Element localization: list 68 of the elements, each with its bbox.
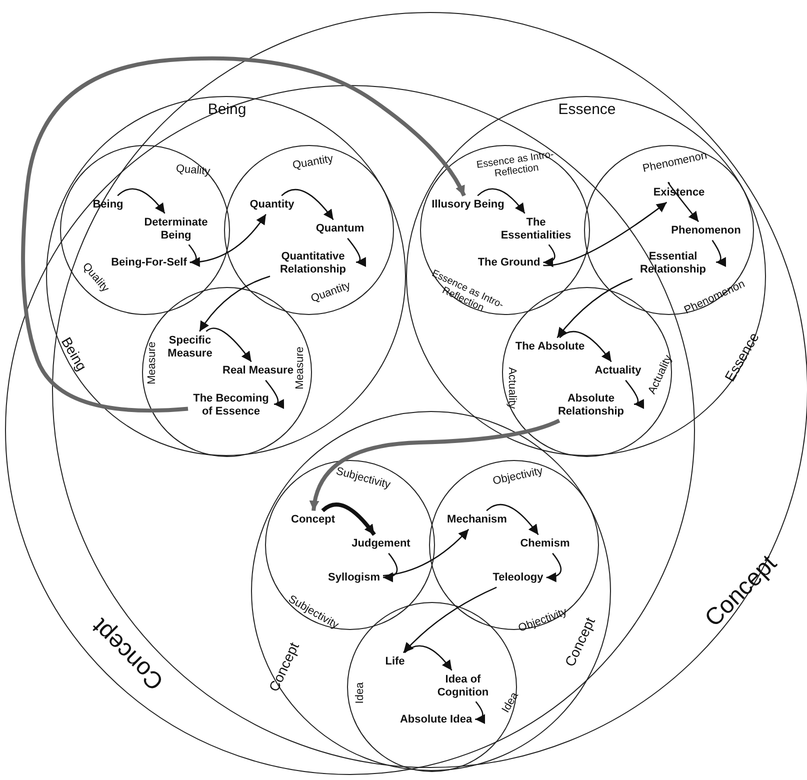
circle: [60, 145, 230, 315]
arrow: [21, 56, 466, 413]
arrow: [206, 328, 252, 362]
term-text: Illusory Being: [432, 198, 504, 212]
term-text: Quantitative Relationship: [273, 250, 353, 276]
arrow: [347, 238, 367, 266]
arrow: [625, 380, 645, 408]
arrow: [281, 188, 334, 220]
circle-label: Objectivity: [492, 466, 544, 488]
arrow: [190, 214, 266, 264]
arrow: [475, 701, 486, 724]
term-text: Being-For-Self: [111, 256, 187, 270]
circle-label: Measure: [147, 342, 159, 384]
term-text: Mechanism: [447, 514, 507, 526]
arrow: [382, 528, 470, 576]
term-text: Phenomenon: [671, 224, 741, 238]
arrow: [486, 504, 539, 536]
circle-label: Measure: [295, 346, 307, 390]
arrow: [543, 244, 556, 267]
term-text: Syllogism: [328, 572, 380, 584]
term-text: Absolute Idea: [400, 714, 472, 726]
circle: [420, 145, 590, 315]
term-text: The Becoming of Essence: [191, 392, 271, 418]
circle-label: Essence: [558, 102, 616, 118]
term-text: Determinate Being: [136, 216, 216, 242]
term-text: Absolute Relationship: [551, 392, 631, 418]
circle-label: Quantity: [292, 154, 334, 172]
arrow: [712, 240, 726, 266]
arrow: [477, 188, 526, 214]
term-text: The Essentialities: [496, 216, 576, 242]
arrow: [188, 244, 200, 266]
term-text: The Absolute: [515, 340, 585, 354]
circle: [265, 460, 435, 630]
term-text: Chemism: [520, 538, 570, 550]
term-text: Judgement: [352, 538, 410, 550]
arrow: [310, 418, 560, 511]
arrow: [556, 278, 633, 338]
arrow: [265, 380, 285, 408]
arrow: [117, 188, 166, 214]
circle-label: Quality: [175, 164, 211, 178]
term-text: Quantum: [316, 222, 364, 236]
circle: [502, 287, 672, 457]
circle: [347, 602, 517, 772]
circle-label: Idea: [355, 682, 367, 704]
circle: [406, 96, 766, 456]
arrow: [559, 330, 612, 362]
arrow: [404, 645, 452, 671]
term-text: Quantity: [250, 198, 294, 212]
arrow: [543, 202, 668, 266]
circle: [52, 12, 807, 768]
arrow: [199, 276, 270, 332]
term-text: Actuality: [594, 364, 642, 378]
arrow: [382, 552, 398, 582]
term-text: Concept: [291, 514, 335, 526]
circle-label: Actuality: [505, 367, 517, 409]
arrow: [402, 586, 497, 654]
circle: [142, 287, 312, 457]
circle: [46, 96, 406, 456]
arrow: [546, 552, 562, 582]
term-text: Real Measure: [222, 364, 294, 378]
term-text: The Ground: [478, 256, 540, 270]
circle-label: Essence as Intro-Reflection: [474, 148, 556, 181]
circle: [584, 145, 754, 315]
circle: [224, 145, 394, 315]
term-text: Life: [385, 656, 405, 668]
arrow: [321, 502, 376, 536]
term-text: Idea of Cognition: [423, 673, 503, 699]
term-text: Teleology: [492, 572, 544, 584]
